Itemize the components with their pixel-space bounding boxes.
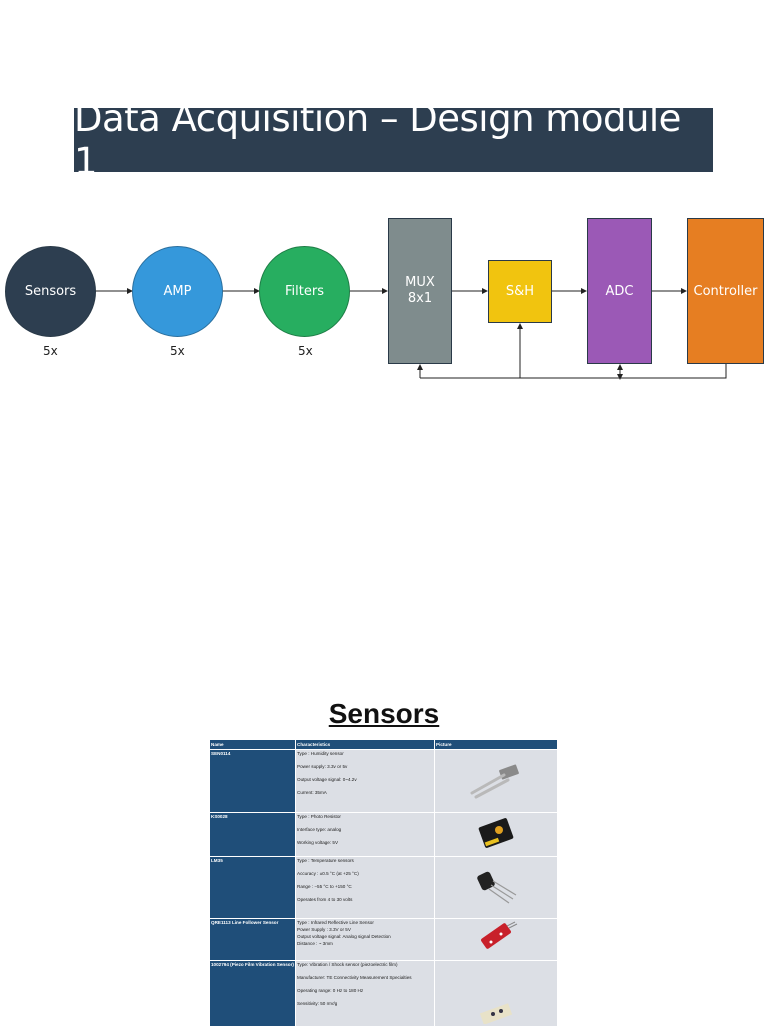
piezo-film-image bbox=[479, 1003, 513, 1025]
header-name: Name bbox=[209, 739, 296, 750]
char-line: Power Supply : 3.3V or 5V bbox=[297, 927, 351, 932]
sensors-table: Name Characteristics Picture SEN0114 Typ… bbox=[209, 739, 558, 1027]
sensor-name: LM35 bbox=[209, 856, 296, 919]
table-row: SEN0114 Type : Humidity sensor Power sup… bbox=[209, 749, 558, 813]
table-row: QRE1113 Line Follower Sensor Type : Infr… bbox=[209, 918, 558, 961]
sensor-characteristics: Type: Vibration / Shock sensor (piezoele… bbox=[295, 960, 435, 1027]
sensor-picture bbox=[434, 812, 558, 857]
char-line: Output voltage signal: 0~4.2v bbox=[297, 777, 357, 782]
filters-label: Filters bbox=[285, 284, 324, 299]
sensor-name: 1002794 (Piezo Film Vibration Sensor) bbox=[209, 960, 296, 1027]
control-bus bbox=[420, 364, 727, 379]
controller-label: Controller bbox=[693, 283, 758, 299]
char-line: Type : Temperature sensors bbox=[297, 858, 354, 863]
sensor-characteristics: Type : Photo Resistor Interface type: an… bbox=[295, 812, 435, 857]
sensor-picture bbox=[434, 918, 558, 961]
sensor-name: QRE1113 Line Follower Sensor bbox=[209, 918, 296, 961]
filters-node: Filters bbox=[259, 246, 350, 337]
table-header-row: Name Characteristics Picture bbox=[209, 739, 558, 750]
table-row: KS0028 Type : Photo Resistor Interface t… bbox=[209, 812, 558, 857]
sh-node: S&H bbox=[488, 260, 552, 323]
sensor-characteristics: Type : Temperature sensors Accuracy : ±0… bbox=[295, 856, 435, 919]
char-line: Type : Humidity sensor bbox=[297, 751, 344, 756]
mux-node: MUX 8x1 bbox=[388, 218, 452, 364]
adc-node: ADC bbox=[587, 218, 652, 364]
amp-label: AMP bbox=[163, 284, 192, 299]
sensor-picture bbox=[434, 960, 558, 1027]
char-line: Operating range: 0 Hz to 180 Hz bbox=[297, 988, 364, 993]
sensor-picture bbox=[434, 749, 558, 813]
sensors-multiplier: 5x bbox=[43, 344, 58, 358]
amp-multiplier: 5x bbox=[170, 344, 185, 358]
moisture-probe-image bbox=[470, 764, 519, 798]
sensor-characteristics: Type : Humidity sensor Power supply: 3.3… bbox=[295, 749, 435, 813]
char-line: Sensitivity: 50 mV/g bbox=[297, 1001, 338, 1006]
char-line: Current: 35mA bbox=[297, 790, 327, 795]
line-follower-board-image bbox=[481, 921, 518, 949]
char-line: Manufacturer: TE Connectivity Measuremen… bbox=[297, 975, 412, 980]
to92-transistor-image bbox=[477, 871, 517, 904]
sensor-picture bbox=[434, 856, 558, 919]
header-characteristics: Characteristics bbox=[295, 739, 435, 750]
char-line: Power supply: 3.3v or 5v bbox=[297, 764, 348, 769]
mux-label: MUX bbox=[405, 275, 435, 290]
controller-node: Controller bbox=[687, 218, 764, 364]
filters-multiplier: 5x bbox=[298, 344, 313, 358]
table-row: LM35 Type : Temperature sensors Accuracy… bbox=[209, 856, 558, 919]
sensor-name: SEN0114 bbox=[209, 749, 296, 813]
table-row: 1002794 (Piezo Film Vibration Sensor) Ty… bbox=[209, 960, 558, 1027]
sensors-node: Sensors bbox=[5, 246, 96, 337]
char-line: Output voltage signal: Analog signal Det… bbox=[297, 934, 391, 939]
char-line: Working voltage: 5V bbox=[297, 840, 339, 845]
char-line: Type : Photo Resistor bbox=[297, 814, 341, 819]
char-line: Accuracy : ±0.5 °C (at +25 °C) bbox=[297, 871, 359, 876]
char-line: Type: Vibration / Shock sensor (piezoele… bbox=[297, 962, 398, 967]
sensors-section-title: Sensors bbox=[328, 698, 440, 729]
header-picture: Picture bbox=[434, 739, 558, 750]
char-line: Operates from 4 to 30 volts bbox=[297, 897, 353, 902]
sensor-name: KS0028 bbox=[209, 812, 296, 857]
photoresistor-module-image bbox=[478, 818, 514, 848]
adc-label: ADC bbox=[605, 283, 634, 299]
char-line: Range : −55 °C to +150 °C bbox=[297, 884, 352, 889]
sensor-characteristics: Type : Infrared Reflective Line Sensor P… bbox=[295, 918, 435, 961]
sensors-label: Sensors bbox=[24, 284, 77, 299]
amp-node: AMP bbox=[132, 246, 223, 337]
sh-label: S&H bbox=[505, 284, 535, 299]
char-line: Distance : ~ 3mm bbox=[297, 941, 333, 946]
char-line: Interface type: analog bbox=[297, 827, 342, 832]
char-line: Type : Infrared Reflective Line Sensor bbox=[297, 920, 374, 925]
mux-size-label: 8x1 bbox=[407, 291, 433, 306]
